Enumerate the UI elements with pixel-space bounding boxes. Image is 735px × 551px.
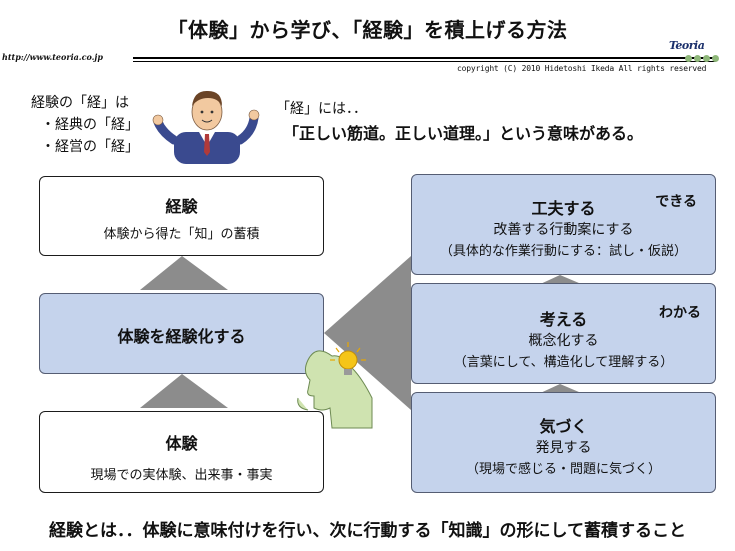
copyright-text: copyright (C) 2010 Hidetoshi Ikeda All r… bbox=[457, 64, 707, 73]
think-detail: （言葉にして、構造化して理解する） bbox=[453, 355, 674, 370]
experience-title: 経験 bbox=[165, 197, 198, 216]
intro-left-item: ・経営の「経」 bbox=[41, 139, 139, 155]
understand-label: わかる bbox=[659, 305, 701, 321]
logo-dot bbox=[694, 55, 701, 62]
logo-dot bbox=[712, 55, 719, 62]
can-do-label: できる bbox=[655, 194, 697, 210]
header-rule-thin bbox=[133, 61, 716, 62]
intro-right-meaning: 「正しい筋道。正しい道理。」という意味がある。 bbox=[283, 124, 644, 143]
thinking-head-illustration bbox=[297, 342, 373, 429]
silhouette-hand bbox=[297, 397, 309, 411]
notice-box: 気づく 発見する （現場で感じる・問題に気づく） bbox=[411, 392, 716, 493]
page-title: 「体験」から学び、「経験」を積上げる方法 bbox=[167, 18, 568, 42]
devise-title: 工夫する bbox=[531, 199, 596, 218]
think-subtitle: 概念化する bbox=[528, 333, 599, 349]
hands-on-title: 体験 bbox=[165, 434, 198, 453]
center-funnel bbox=[324, 256, 411, 410]
silhouette-head bbox=[304, 350, 373, 429]
devise-subtitle: 改善する行動案にする bbox=[493, 222, 634, 238]
experience-box: 経験 体験から得た「知」の蓄積 bbox=[39, 176, 324, 256]
header-rule-thick bbox=[133, 57, 716, 59]
logo-text: Teoria bbox=[669, 39, 705, 52]
left-upper-triangle bbox=[140, 256, 228, 290]
intro-left-item: ・経典の「経」 bbox=[41, 117, 139, 133]
intro-right-lead: 「経」には．． bbox=[276, 101, 367, 117]
intro-left: 経験の「経」は ・経典の「経」 ・経営の「経」 bbox=[31, 92, 139, 158]
lightbulb-rays bbox=[330, 342, 366, 361]
left-lower-triangle bbox=[140, 374, 228, 408]
businessman-illustration bbox=[152, 90, 260, 164]
convert-to-experience-title: 体験を経験化する bbox=[117, 327, 246, 346]
experience-subtitle: 体験から得た「知」の蓄積 bbox=[103, 227, 260, 242]
logo-dot bbox=[703, 55, 710, 62]
logo-dot bbox=[685, 55, 692, 62]
person-hair bbox=[192, 90, 222, 106]
notice-detail: （現場で感じる・問題に気づく） bbox=[465, 462, 661, 477]
person-tie bbox=[204, 134, 210, 156]
think-title: 考える bbox=[539, 310, 588, 329]
devise-detail: （具体的な作業行動にする：試し・仮説） bbox=[439, 244, 688, 259]
devise-box: できる 工夫する 改善する行動案にする （具体的な作業行動にする：試し・仮説） bbox=[411, 174, 716, 275]
hands-on-box: 体験 現場での実体験、出来事・事実 bbox=[39, 411, 324, 493]
think-box: わかる 考える 概念化する （言葉にして、構造化して理解する） bbox=[411, 283, 716, 384]
intro-left-line: 経験の「経」は bbox=[31, 95, 129, 111]
convert-to-experience-box: 体験を経験化する bbox=[39, 293, 324, 374]
site-url[interactable]: http://www.teoria.co.jp bbox=[2, 52, 103, 62]
notice-title: 気づく bbox=[539, 417, 588, 436]
lightbulb-icon bbox=[338, 350, 358, 370]
notice-subtitle: 発見する bbox=[535, 440, 592, 456]
summary-statement: 経験とは．．体験に意味付けを行い、次に行動する「知識」の形にして蓄積すること bbox=[49, 521, 686, 541]
teoria-logo: Teoria bbox=[669, 39, 721, 63]
hands-on-subtitle: 現場での実体験、出来事・事実 bbox=[90, 468, 273, 483]
lightbulb-base bbox=[344, 369, 352, 375]
